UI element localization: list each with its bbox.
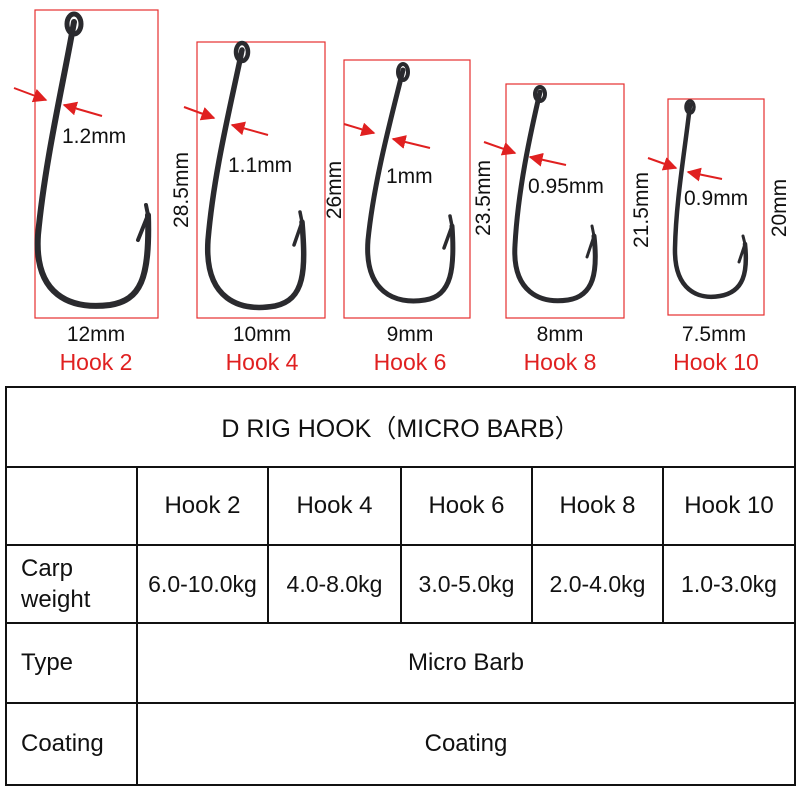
- hook-4-shank: [205, 47, 307, 311]
- hook-4-label: Hook 4: [226, 349, 299, 375]
- hook-8-arrow-right: [528, 152, 567, 167]
- hook-2-shank: [34, 19, 152, 309]
- hook-2-barb: [136, 203, 150, 242]
- hook-8-wire: 0.95mm: [528, 175, 604, 198]
- hook-8-frame: [505, 83, 625, 319]
- hook-6-length: 23.5mm: [472, 160, 495, 236]
- hook-10-wire: 0.9mm: [684, 187, 748, 210]
- hook-8-arrow-left: [483, 141, 517, 156]
- weight-hook-4: 4.0-8.0kg: [267, 544, 402, 624]
- table-header-row: Hook 2 Hook 4 Hook 6 Hook 8 Hook 10: [5, 466, 796, 546]
- weight-hook-10: 1.0-3.0kg: [662, 544, 796, 624]
- weight-hook-8: 2.0-4.0kg: [531, 544, 664, 624]
- hook-6-eye: [396, 62, 410, 82]
- hook-10-label: Hook 10: [673, 349, 759, 375]
- hook-4-length: 26mm: [323, 161, 346, 219]
- hook-6-width: 9mm: [387, 323, 434, 346]
- hook-diagram: 1.2mm 28.5mm 12mm Hook 2 1.1mm 26mm 10mm…: [13, 9, 791, 375]
- hook-2-frame: [34, 9, 159, 319]
- hook-8-figure: 0.95mm 21.5mm 8mm Hook 8: [483, 83, 653, 375]
- hook-6-shank: [365, 67, 456, 304]
- header-hook-2: Hook 2: [136, 466, 269, 546]
- hook-6-frame: [343, 59, 471, 319]
- coating-value: Coating: [136, 702, 796, 786]
- spec-table: D RIG HOOK（MICRO BARB） Hook 2 Hook 4 Hoo…: [5, 386, 796, 786]
- table-title-row: D RIG HOOK（MICRO BARB）: [5, 386, 796, 468]
- carp-weight-label: Carp weight: [5, 544, 138, 624]
- hook-4-arrow-left: [183, 106, 216, 121]
- header-hook-8: Hook 8: [531, 466, 664, 546]
- hook-4-figure: 1.1mm 26mm 10mm Hook 4: [183, 40, 346, 375]
- hook-6-figure: 1mm 23.5mm 9mm Hook 6: [343, 59, 495, 375]
- carp-weight-row: Carp weight 6.0-10.0kg 4.0-8.0kg 3.0-5.0…: [5, 544, 796, 624]
- header-hook-4: Hook 4: [267, 466, 402, 546]
- hook-10-arrow-left: [647, 157, 678, 171]
- hook-2-figure: 1.2mm 28.5mm 12mm Hook 2: [13, 9, 193, 375]
- hook-4-barb: [292, 210, 304, 247]
- hook-2-arrow-left: [13, 87, 48, 103]
- hook-8-barb: [585, 224, 596, 259]
- type-row: Type Micro Barb: [5, 622, 796, 704]
- hook-8-length: 21.5mm: [630, 172, 653, 248]
- header-hook-10: Hook 10: [662, 466, 796, 546]
- hook-2-arrow-right: [62, 101, 103, 117]
- hook-6-barb: [442, 214, 454, 250]
- coating-row: Coating Coating: [5, 702, 796, 786]
- weight-hook-6: 3.0-5.0kg: [400, 544, 533, 624]
- hook-10-arrow-right: [686, 167, 723, 182]
- hook-10-length: 20mm: [768, 179, 791, 237]
- hook-4-width: 10mm: [233, 323, 291, 346]
- hook-4-frame: [196, 41, 326, 319]
- hook-2-length: 28.5mm: [170, 152, 193, 228]
- hook-6-arrow-left: [343, 122, 376, 137]
- carp-label-line1: Carp: [21, 554, 74, 582]
- hook-10-frame: [667, 98, 765, 316]
- hook-10-figure: 0.9mm 20mm 7.5mm Hook 10: [647, 98, 791, 375]
- hook-10-shank: [672, 102, 749, 300]
- hook-2-label: Hook 2: [60, 349, 133, 375]
- type-value: Micro Barb: [136, 622, 796, 704]
- header-empty-cell: [5, 466, 138, 546]
- table-title: D RIG HOOK（MICRO BARB）: [5, 386, 796, 468]
- hook-10-width: 7.5mm: [682, 323, 746, 346]
- hook-8-shank: [512, 89, 598, 304]
- hook-4-eye: [233, 40, 251, 64]
- hook-4-arrow-right: [230, 121, 269, 136]
- type-label: Type: [5, 622, 138, 704]
- hook-10-barb: [737, 234, 747, 264]
- hook-2-width: 12mm: [67, 323, 125, 346]
- hook-6-label: Hook 6: [374, 349, 447, 375]
- hook-8-width: 8mm: [537, 323, 584, 346]
- hook-8-label: Hook 8: [524, 349, 597, 375]
- weight-hook-2: 6.0-10.0kg: [136, 544, 269, 624]
- header-hook-6: Hook 6: [400, 466, 533, 546]
- coating-label: Coating: [5, 702, 138, 786]
- hook-2-wire: 1.2mm: [62, 125, 126, 148]
- carp-label-line2: weight: [21, 586, 91, 613]
- hook-6-arrow-right: [391, 135, 431, 149]
- hook-6-wire: 1mm: [386, 165, 433, 188]
- hook-10-eye: [684, 99, 696, 115]
- hook-8-eye: [533, 85, 547, 103]
- hook-4-wire: 1.1mm: [228, 154, 292, 177]
- hook-2-eye: [64, 11, 84, 37]
